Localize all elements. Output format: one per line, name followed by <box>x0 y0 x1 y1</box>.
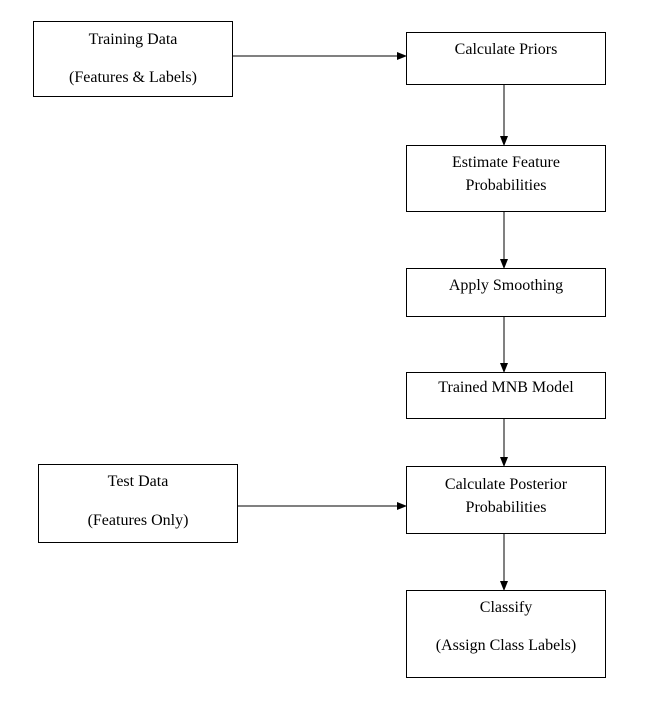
classify-subtitle: (Assign Class Labels) <box>435 637 577 654</box>
calculate-priors-box: Calculate Priors <box>406 32 606 85</box>
classify-box: Classify (Assign Class Labels) <box>406 590 606 678</box>
calculate-posterior-probabilities-line1: Calculate Posterior <box>444 476 568 493</box>
trained-mnb-model-box: Trained MNB Model <box>406 372 606 419</box>
estimate-feature-probabilities-line1: Estimate Feature <box>452 154 560 171</box>
estimate-feature-probabilities-line2: Probabilities <box>465 177 547 194</box>
calculate-priors-label: Calculate Priors <box>454 41 558 58</box>
training-data-box: Training Data (Features & Labels) <box>33 21 233 97</box>
apply-smoothing-box: Apply Smoothing <box>406 268 606 317</box>
classify-title: Classify <box>479 599 533 616</box>
calculate-posterior-probabilities-line2: Probabilities <box>465 499 547 516</box>
apply-smoothing-label: Apply Smoothing <box>448 277 564 294</box>
trained-mnb-model-label: Trained MNB Model <box>438 379 574 396</box>
training-data-title: Training Data <box>88 31 178 48</box>
test-data-subtitle: (Features Only) <box>87 512 189 529</box>
estimate-feature-probabilities-box: Estimate Feature Probabilities <box>406 145 606 212</box>
calculate-posterior-probabilities-box: Calculate Posterior Probabilities <box>406 466 606 534</box>
test-data-box: Test Data (Features Only) <box>38 464 238 543</box>
test-data-title: Test Data <box>107 473 169 490</box>
training-data-subtitle: (Features & Labels) <box>69 69 197 86</box>
